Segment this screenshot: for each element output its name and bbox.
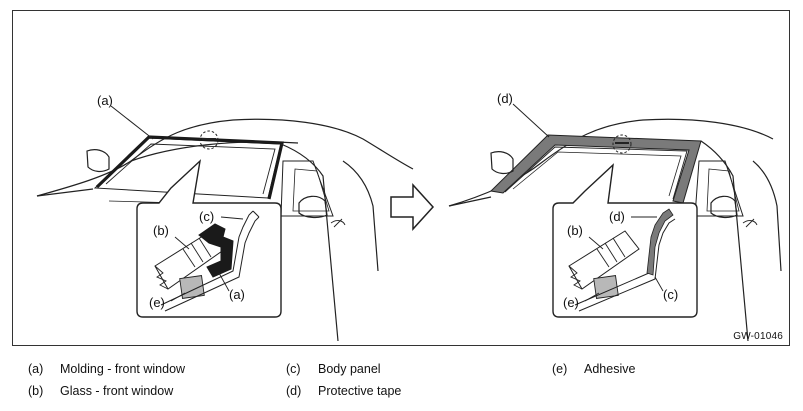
diagram-svg: (a) (c) (b) (a) (e) (36, 91, 782, 342)
transition-arrow-icon (390, 183, 435, 231)
legend-text: Protective tape (318, 384, 402, 398)
legend-item-c: (c) Body panel (286, 362, 381, 376)
legend-key: (e) (552, 362, 568, 376)
legend-text: Glass - front window (60, 384, 174, 398)
label-d-detail: (d) (609, 209, 625, 224)
label-c-right: (c) (663, 287, 678, 302)
label-c-left: (c) (199, 209, 214, 224)
legend-key: (b) (28, 384, 44, 398)
legend-item-e: (e) Adhesive (552, 362, 635, 376)
label-b-right: (b) (567, 223, 583, 238)
legend-key: (a) (28, 362, 44, 376)
label-a-detail: (a) (229, 287, 245, 302)
legend-item-a: (a) Molding - front window (28, 362, 185, 376)
right-car (448, 118, 782, 342)
figure-code: GW-01046 (733, 331, 783, 342)
label-b-left: (b) (153, 223, 169, 238)
legend-text: Adhesive (584, 362, 636, 376)
legend: (a) Molding - front window (b) Glass - fro… (28, 362, 788, 410)
label-e-right: (e) (563, 295, 579, 310)
legend-key: (d) (286, 384, 302, 398)
label-e-left: (e) (149, 295, 165, 310)
label-d-top: (d) (497, 91, 513, 106)
label-a-top: (a) (97, 93, 113, 108)
legend-item-b: (b) Glass - front window (28, 384, 173, 398)
left-car (36, 118, 414, 342)
right-detail (568, 208, 676, 312)
legend-item-d: (d) Protective tape (286, 384, 401, 398)
legend-text: Body panel (318, 362, 381, 376)
diagram-frame: (a) (c) (b) (a) (e) (12, 10, 790, 346)
legend-text: Molding - front window (60, 362, 186, 376)
legend-key: (c) (286, 362, 301, 376)
